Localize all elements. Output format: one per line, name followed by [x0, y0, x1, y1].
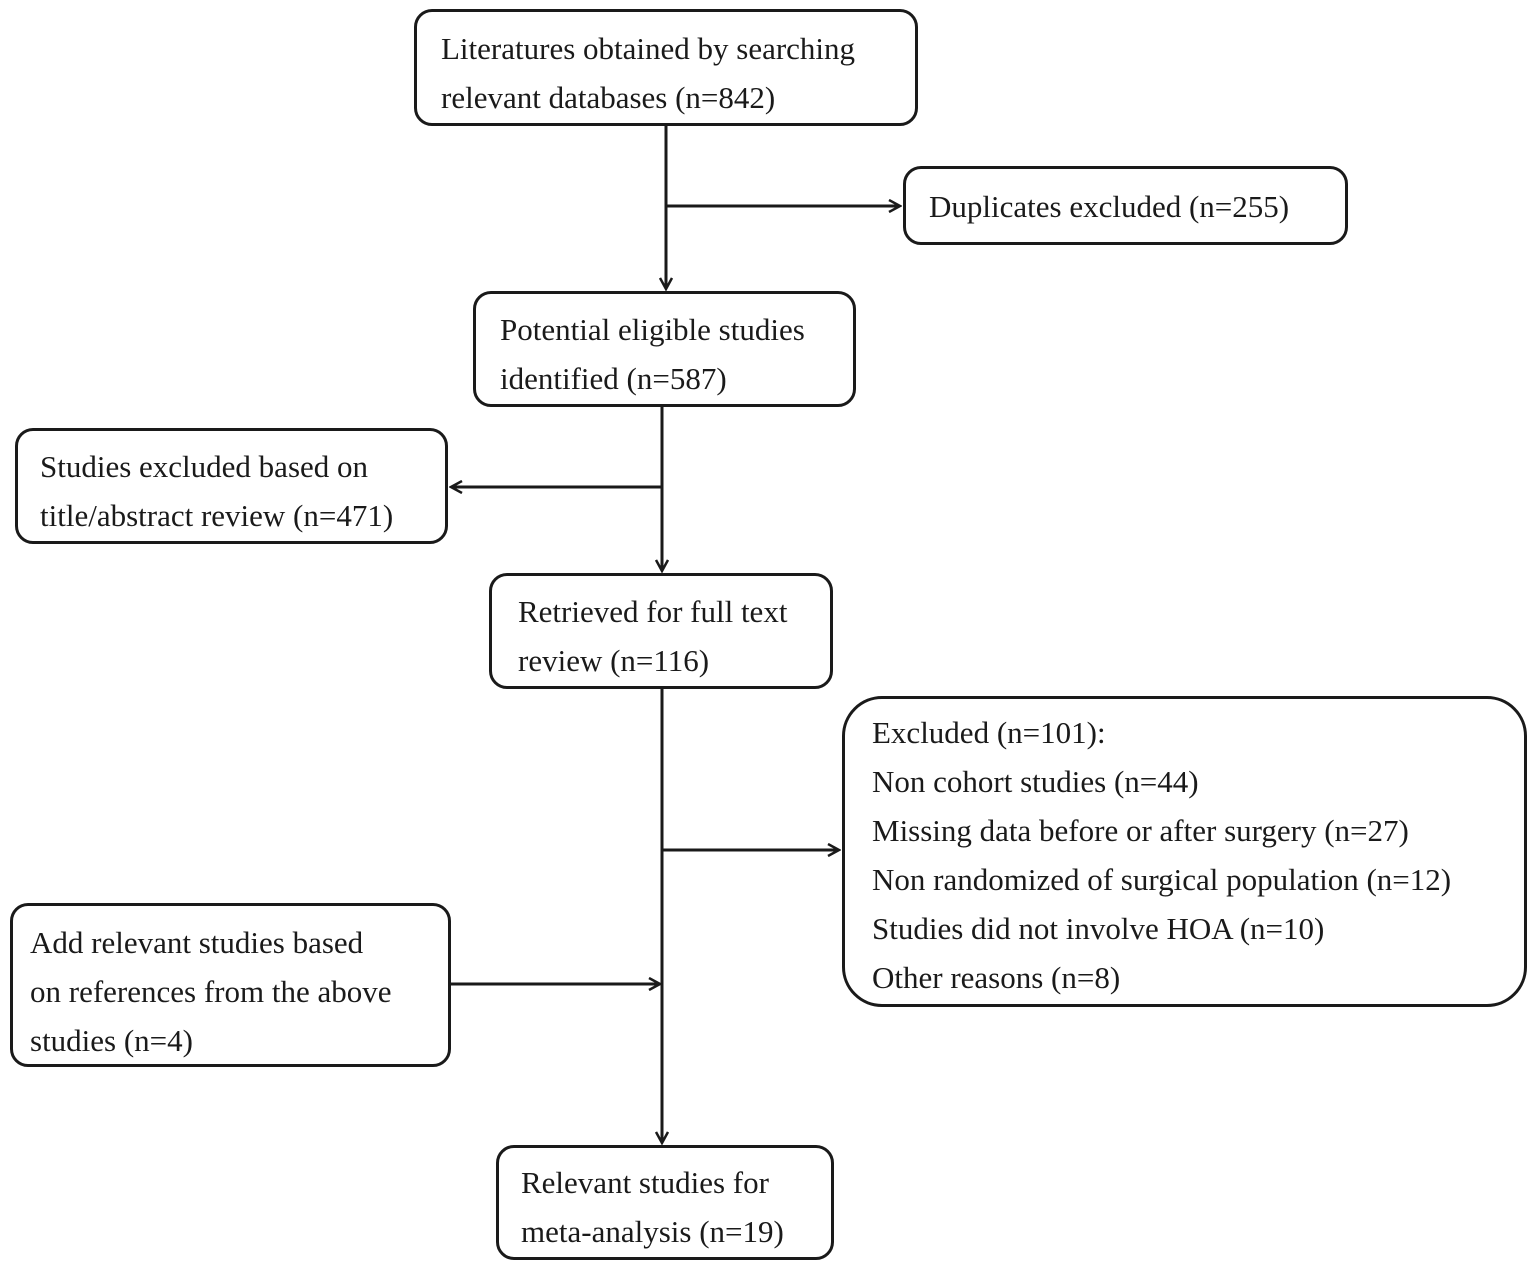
- final-included-box: Relevant studies for meta-analysis (n=19…: [496, 1145, 834, 1260]
- duplicates-excluded-box: Duplicates excluded (n=255): [903, 166, 1348, 245]
- final-included-line-2: meta-analysis (n=19): [521, 1214, 784, 1249]
- final-included-line-1: Relevant studies for: [521, 1165, 769, 1200]
- added-studies-line-1: Add relevant studies based: [30, 925, 364, 960]
- full-text-excluded-box: Excluded (n=101): Non cohort studies (n=…: [842, 696, 1527, 1007]
- full-text-review-box: Retrieved for full text review (n=116): [489, 573, 833, 689]
- excluded-reason-4: Studies did not involve HOA (n=10): [872, 911, 1325, 946]
- added-studies-line-3: studies (n=4): [30, 1023, 193, 1058]
- excluded-reason-2: Missing data before or after surgery (n=…: [872, 813, 1409, 848]
- excluded-reason-1: Non cohort studies (n=44): [872, 764, 1199, 799]
- excluded-reason-5: Other reasons (n=8): [872, 960, 1121, 995]
- search-records-line-1: Literatures obtained by searching: [441, 31, 856, 66]
- duplicates-excluded-line-1: Duplicates excluded (n=255): [929, 189, 1290, 224]
- excluded-heading: Excluded (n=101):: [872, 715, 1106, 750]
- excluded-reason-3: Non randomized of surgical population (n…: [872, 862, 1452, 897]
- search-records-line-2: relevant databases (n=842): [441, 80, 776, 115]
- full-text-review-line-2: review (n=116): [518, 643, 710, 678]
- added-studies-line-2: on references from the above: [30, 974, 392, 1009]
- title-abstract-excluded-box: Studies excluded based on title/abstract…: [15, 428, 448, 544]
- eligible-studies-line-1: Potential eligible studies: [500, 312, 805, 347]
- title-abstract-excluded-line-1: Studies excluded based on: [40, 449, 369, 484]
- title-abstract-excluded-line-2: title/abstract review (n=471): [40, 498, 394, 533]
- eligible-studies-box: Potential eligible studies identified (n…: [473, 291, 856, 407]
- full-text-review-line-1: Retrieved for full text: [518, 594, 788, 629]
- search-records-box: Literatures obtained by searching releva…: [414, 9, 918, 126]
- eligible-studies-line-2: identified (n=587): [500, 361, 727, 396]
- added-studies-box: Add relevant studies based on references…: [10, 903, 451, 1067]
